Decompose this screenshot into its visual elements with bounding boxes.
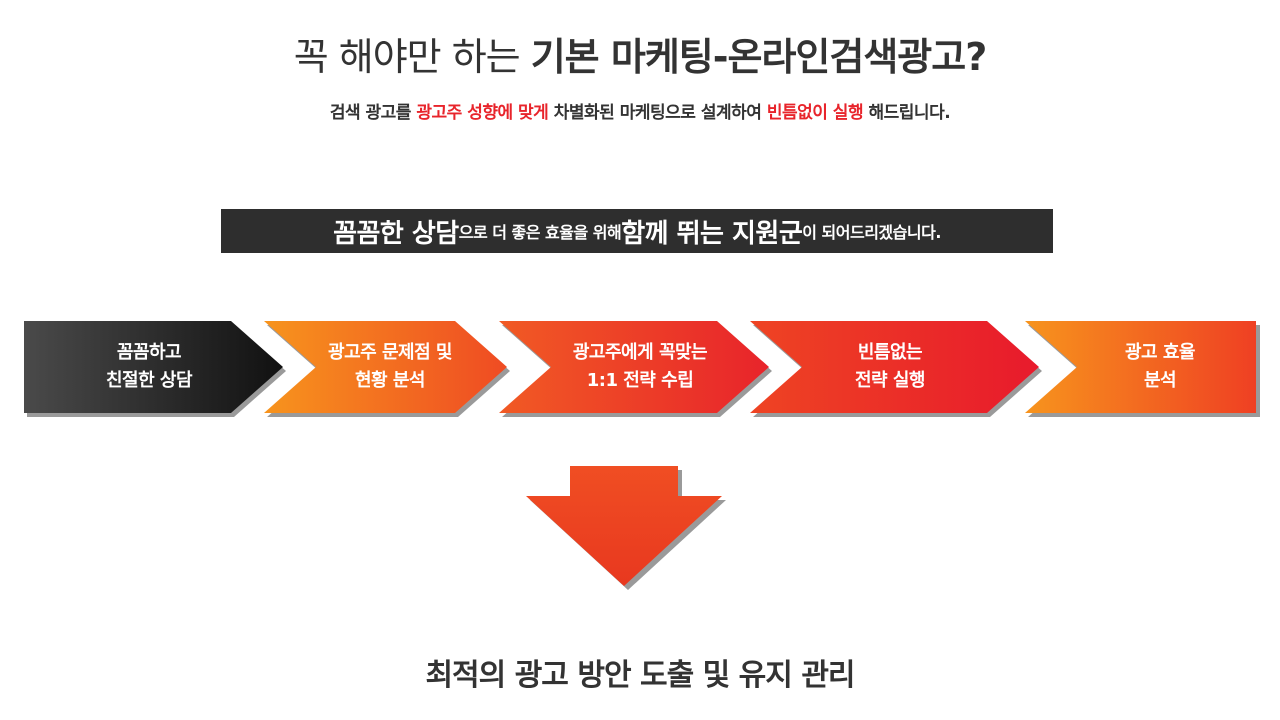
step-2-line-1: 광고주 문제점 및 — [328, 342, 452, 363]
process-step-3-shape — [499, 321, 772, 417]
step-2-line-2: 현황 분석 — [354, 370, 426, 391]
result-text: 최적의 광고 방안 도출 및 유지 관리 — [425, 658, 855, 693]
step-5-line-1: 광고 효율 — [1124, 342, 1196, 363]
process-step-2-shape — [264, 321, 510, 417]
step-3-line-1: 광고주에게 꼭맞는 — [572, 342, 708, 363]
step-5-line-2: 분석 — [1143, 370, 1177, 391]
down-arrow-icon — [526, 466, 726, 590]
step-4-line-2: 전략 실행 — [854, 370, 926, 391]
subtitle-part-1: 검색 광고를 — [329, 103, 417, 123]
process-step-5-label: 광고 효율 분석 — [1080, 339, 1240, 395]
subtitle-part-2: 차별화된 마케팅으로 설계하여 — [548, 103, 767, 123]
process-step-1-label: 꼼꼼하고 친절한 상담 — [24, 339, 274, 395]
process-step-1-shape — [24, 321, 286, 417]
page-title-bold: 기본 마케팅-온라인검색광고? — [530, 35, 988, 79]
subtitle-part-3: 해드립니다. — [863, 103, 951, 123]
banner-text-2: 이 되어드리겠습니다. — [802, 223, 941, 242]
step-1-line-1: 꼼꼼하고 — [116, 342, 182, 363]
subtitle-highlight-2: 빈틈없이 실행 — [766, 103, 864, 123]
step-1-line-2: 친절한 상담 — [105, 370, 193, 391]
page-title: 꼭 해야만 하는 기본 마케팅-온라인검색광고? — [0, 26, 1280, 81]
process-step-4-shape — [750, 321, 1042, 417]
process-step-3-label: 광고주에게 꼭맞는 1:1 전략 수립 — [535, 339, 745, 395]
banner-emphasis-2: 함께 뛰는 지원군 — [621, 218, 803, 249]
step-3-line-2: 1:1 전략 수립 — [586, 370, 694, 391]
page-subtitle: 검색 광고를 광고주 성향에 맞게 차별화된 마케팅으로 설계하여 빈틈없이 실… — [0, 98, 1280, 123]
process-step-5-shape — [1025, 321, 1260, 417]
page-title-light: 꼭 해야만 하는 — [293, 35, 531, 79]
banner-text-1: 으로 더 좋은 효율을 위해 — [458, 223, 622, 242]
subtitle-highlight-1: 광고주 성향에 맞게 — [416, 103, 549, 123]
process-step-2-label: 광고주 문제점 및 현황 분석 — [300, 339, 480, 395]
step-4-line-1: 빈틈없는 — [857, 342, 923, 363]
process-step-4-label: 빈틈없는 전략 실행 — [790, 339, 990, 395]
banner-emphasis-1: 꼼꼼한 상담 — [333, 218, 459, 249]
